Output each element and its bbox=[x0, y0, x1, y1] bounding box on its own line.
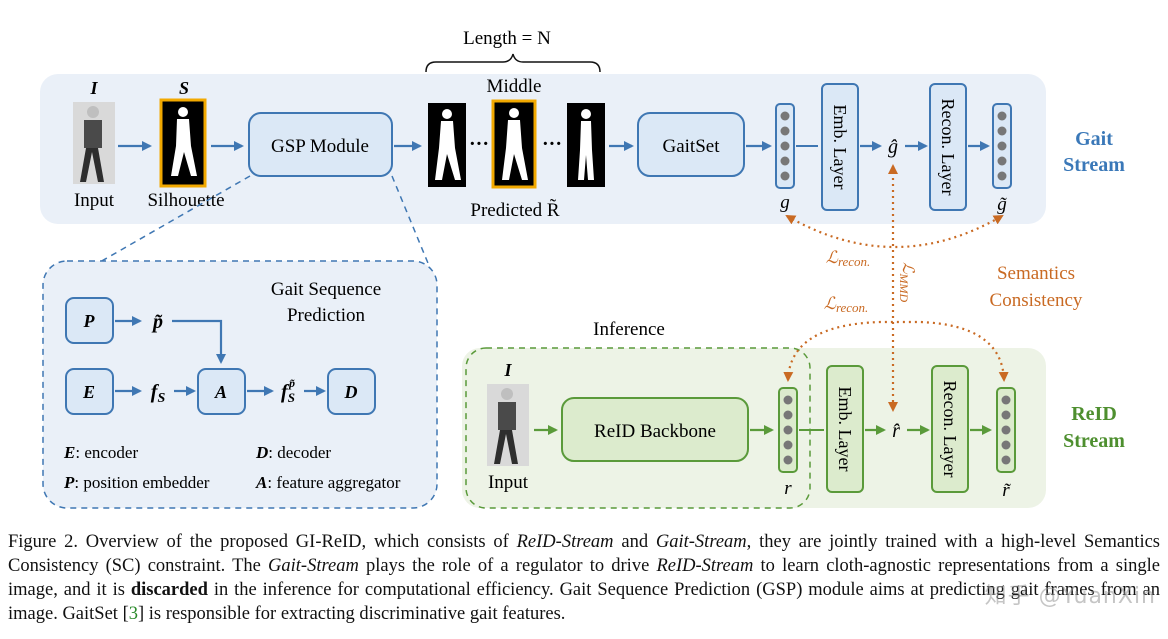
reid-recon-layer-box bbox=[931, 365, 969, 493]
recon-loss-arrow-top bbox=[785, 214, 1004, 249]
gi-reid-overview-figure: Gait Stream ReID Stream I Input S Silhou… bbox=[40, 28, 1125, 509]
gsp-zoom-line-left bbox=[99, 175, 251, 263]
gaitset-box bbox=[637, 112, 745, 177]
reid-input-person-image bbox=[487, 384, 529, 466]
inference-label: Inference bbox=[593, 319, 665, 340]
input-symbol-top: I bbox=[89, 78, 98, 98]
predicted-frame-first bbox=[428, 103, 466, 187]
g-hat-label: ĝ bbox=[888, 136, 898, 158]
input-label-bottom: Input bbox=[488, 472, 529, 493]
semantics-consistency-2: Consistency bbox=[990, 290, 1083, 311]
silhouette-symbol: S bbox=[179, 78, 189, 98]
frames-ellipsis-1: ··· bbox=[469, 133, 489, 155]
feature-vector-g-tilde bbox=[992, 103, 1012, 189]
f-s-p-label: fSp̃ bbox=[281, 376, 295, 405]
g-label: g bbox=[780, 192, 790, 213]
g-tilde-label: g̃ bbox=[997, 194, 1007, 215]
reid-stream-panel bbox=[462, 348, 1046, 508]
reid-stream-label-1: ReID bbox=[1071, 403, 1117, 425]
position-embedder-label: P bbox=[83, 311, 96, 331]
reid-emb-layer-label: Emb. Layer bbox=[835, 387, 855, 472]
predicted-label: Predicted R̃ bbox=[470, 198, 560, 221]
reid-stream-label-2: Stream bbox=[1063, 430, 1125, 452]
citation-link[interactable]: 3 bbox=[128, 604, 138, 624]
feature-vector-r bbox=[778, 387, 798, 473]
gsp-module-box bbox=[248, 112, 393, 177]
reid-backbone-box bbox=[561, 397, 749, 462]
legend-aggregator: A: feature aggregator bbox=[255, 473, 401, 492]
gait-stream-label-2: Stream bbox=[1063, 154, 1125, 176]
frames-ellipsis-2: ··· bbox=[542, 133, 562, 155]
gait-stream-label-1: Gait bbox=[1075, 128, 1113, 150]
predicted-frame-middle bbox=[491, 99, 537, 189]
legend-decoder: D: decoder bbox=[255, 443, 331, 462]
silhouette-label: Silhouette bbox=[147, 190, 224, 211]
legend-encoder: E: encoder bbox=[63, 443, 138, 462]
feature-vector-g bbox=[775, 103, 795, 189]
watermark: 知乎 @YuanXin bbox=[984, 584, 1156, 609]
decoder-label: D bbox=[344, 382, 358, 402]
p-tilde-label: p̃ bbox=[151, 311, 163, 333]
decoder-box bbox=[327, 368, 376, 415]
feature-vector-r-tilde bbox=[996, 387, 1016, 473]
gsp-title-2: Prediction bbox=[287, 305, 366, 326]
aggregator-box bbox=[197, 368, 246, 415]
input-person-image bbox=[73, 102, 115, 184]
encoder-label: E bbox=[82, 382, 95, 402]
gait-emb-layer-box bbox=[821, 83, 859, 211]
length-brace bbox=[425, 53, 601, 73]
predicted-frame-last bbox=[567, 103, 605, 187]
inference-region bbox=[465, 347, 811, 509]
r-tilde-label: r̃ bbox=[1002, 480, 1011, 501]
r-label: r bbox=[784, 478, 792, 499]
recon-loss-label-bottom: ℒrecon. bbox=[824, 294, 869, 315]
input-symbol-bottom: I bbox=[503, 360, 512, 380]
position-embedder-box bbox=[65, 297, 114, 344]
silhouette-image bbox=[159, 98, 207, 188]
legend-position-embedder: P: position embedder bbox=[63, 473, 210, 492]
reid-recon-layer-label: Recon. Layer bbox=[940, 381, 960, 478]
mmd-loss-label: ℒMMD bbox=[897, 262, 916, 303]
gait-recon-layer-label: Recon. Layer bbox=[938, 99, 958, 196]
r-hat-label: r̂ bbox=[892, 420, 900, 442]
input-label-top: Input bbox=[74, 190, 115, 211]
gsp-zoom-line-right bbox=[391, 175, 431, 269]
reid-emb-layer-box bbox=[826, 365, 864, 493]
length-label: Length = N bbox=[463, 28, 551, 49]
middle-label: Middle bbox=[487, 76, 542, 97]
gait-recon-layer-box bbox=[929, 83, 967, 211]
reid-backbone-label: ReID Backbone bbox=[594, 421, 716, 442]
encoder-box bbox=[65, 368, 114, 415]
recon-loss-label-top: ℒrecon. bbox=[826, 248, 871, 269]
aggregator-label: A bbox=[214, 382, 227, 402]
gait-emb-layer-label: Emb. Layer bbox=[830, 105, 850, 190]
semantics-consistency-1: Semantics bbox=[997, 263, 1075, 284]
gaitset-label: GaitSet bbox=[663, 136, 721, 157]
gsp-module-label: GSP Module bbox=[271, 136, 369, 157]
gsp-title-1: Gait Sequence bbox=[271, 279, 381, 300]
figure-caption: Figure 2. Overview of the proposed GI-Re… bbox=[8, 532, 1160, 624]
